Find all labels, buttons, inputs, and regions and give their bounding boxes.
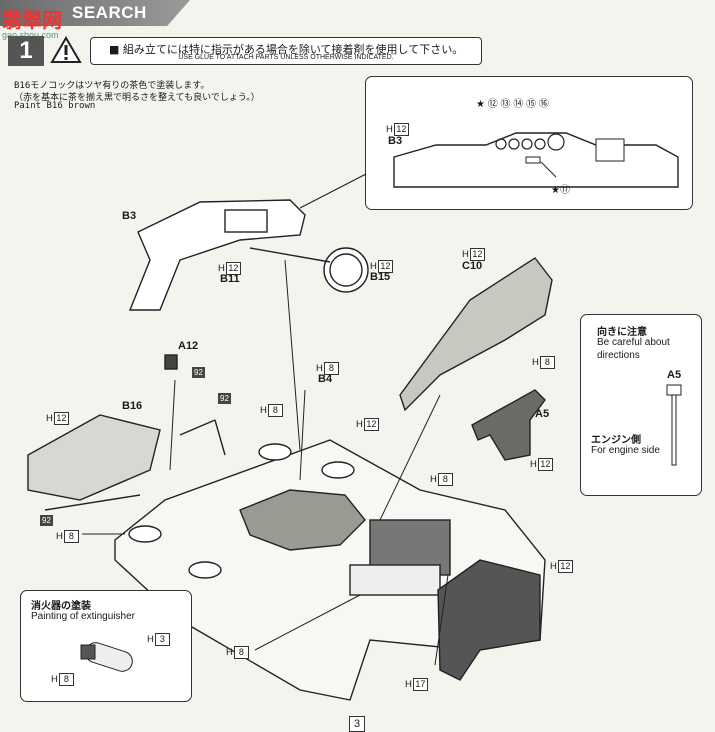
- site-logo: 翡翠网: [2, 8, 62, 32]
- gauge-decals: ★ ⑫ ⑬ ⑭ ⑮ ⑯: [476, 95, 549, 110]
- paint-92-shifter: 92: [218, 393, 231, 404]
- extinguisher-jp: 消火器の塗装: [31, 601, 91, 612]
- dashboard-detail-drawing: [393, 132, 679, 188]
- direction-callout: 向きに注意 Be careful about directions A5 エンジ…: [580, 314, 702, 496]
- page-number: 3: [349, 716, 365, 732]
- paint-note-jp2: （赤を基本に茶を揃え黒で明るさを整えても良いでしょう。）: [14, 93, 260, 103]
- notice-jp: ■ 組み立てには特に指示がある場合を除いて接着剤を使用して下さい。: [109, 43, 464, 56]
- direction-part: A5: [667, 369, 682, 381]
- part-a5: A5: [535, 408, 550, 420]
- glue-notice: ■ 組み立てには特に指示がある場合を除いて接着剤を使用して下さい。 USE GL…: [90, 37, 482, 65]
- decal-13: ⑬: [500, 99, 511, 110]
- decal-15: ⑮: [526, 99, 537, 110]
- paint-note-jp: B16モノコックはツヤ有りの茶色で塗装します。: [14, 81, 210, 91]
- direction-jp: 向きに注意: [597, 327, 647, 338]
- part-b16: B16: [122, 400, 143, 412]
- header-bar: SEARCH: [0, 0, 190, 26]
- step-number: 1: [8, 36, 44, 66]
- part-b11: B11: [220, 273, 240, 285]
- extinguisher-drawing: [80, 642, 133, 672]
- paint-92-rear: 92: [40, 515, 53, 526]
- part-a12: A12: [178, 340, 199, 352]
- direction-en2: directions: [597, 350, 640, 361]
- paint-92-a12: 92: [192, 367, 205, 378]
- part-b3-label: B3: [388, 135, 403, 147]
- extinguisher-en: Painting of extinguisher: [31, 611, 135, 622]
- notice-en: USE GLUE TO ATTACH PARTS UNLESS OTHERWIS…: [178, 54, 394, 61]
- decal-14: ⑭: [513, 99, 524, 110]
- warning-icon: [50, 36, 82, 63]
- star-decal: ★⑰: [551, 185, 570, 196]
- part-c10: C10: [462, 260, 483, 272]
- engine-side-jp: エンジン側: [591, 435, 641, 446]
- part-b3: B3: [122, 210, 137, 222]
- a5-part-drawing: [666, 384, 682, 466]
- star-icon: ★: [551, 185, 560, 196]
- star-icon: ★: [476, 99, 485, 110]
- part-b4: B4: [318, 373, 333, 385]
- site-url: gao.shou.com: [2, 30, 59, 40]
- decal-12: ⑫: [487, 99, 498, 110]
- decal-16: ⑯: [538, 99, 549, 110]
- direction-en1: Be careful about: [597, 337, 670, 348]
- part-b15: B15: [370, 271, 391, 283]
- paint-note-en: Paint B16 brown: [14, 101, 96, 111]
- header-title: SEARCH: [72, 3, 147, 22]
- callout-pointer: [300, 173, 367, 209]
- engine-side-en: For engine side: [591, 445, 660, 456]
